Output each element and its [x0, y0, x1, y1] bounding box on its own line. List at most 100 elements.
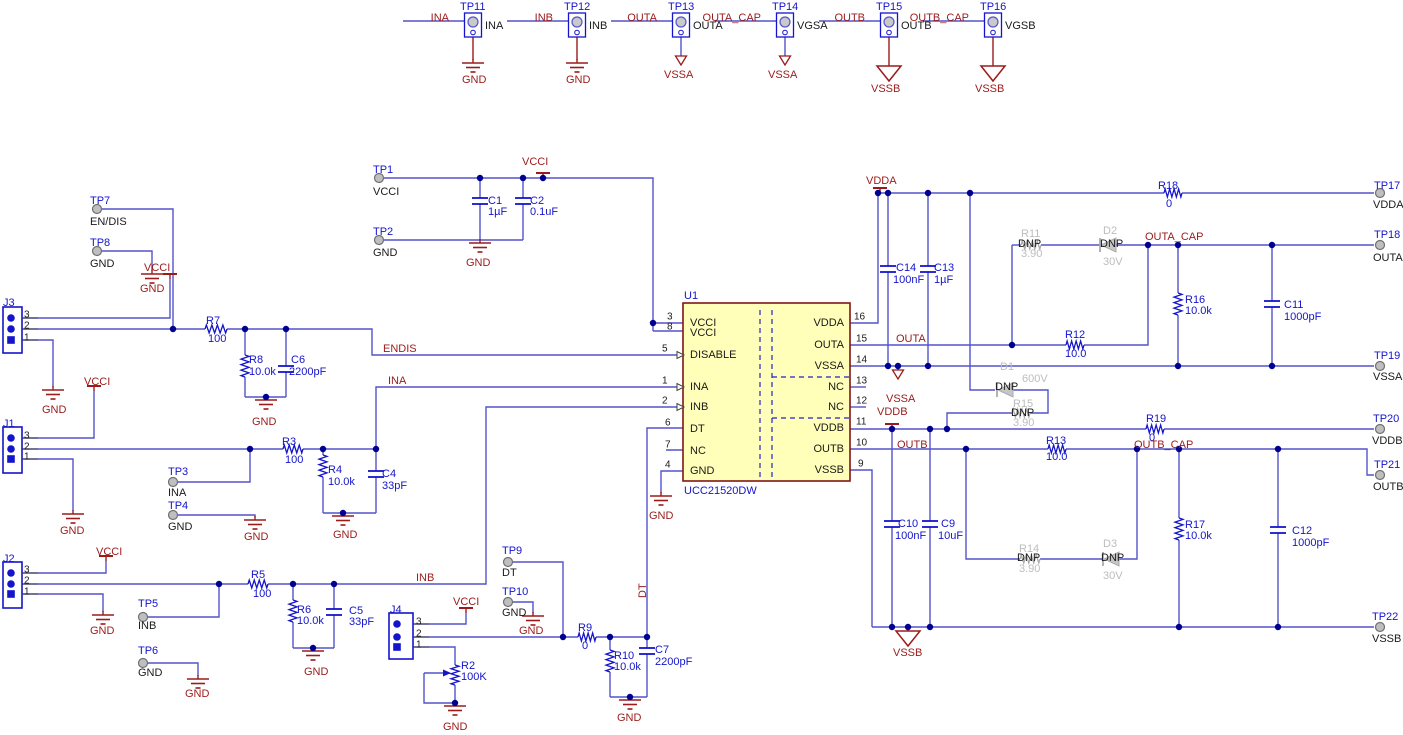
ic-U1[interactable]: [676, 302, 851, 482]
resistor-R13[interactable]: [1047, 442, 1067, 456]
test-point-TP7[interactable]: [91, 203, 103, 215]
test-point-TP20[interactable]: [1374, 423, 1386, 435]
test-point-TP12[interactable]: [567, 12, 587, 38]
test-point-TP18[interactable]: [1374, 239, 1386, 251]
gnd-symbol[interactable]: [244, 516, 266, 530]
capacitor-C5[interactable]: [326, 608, 342, 616]
capacitor-C7[interactable]: [639, 647, 655, 655]
label-gnd: GND: [90, 625, 115, 637]
resistor-R16[interactable]: [1171, 292, 1184, 316]
resistor-R17[interactable]: [1172, 517, 1185, 541]
connector-J3[interactable]: [2, 306, 38, 354]
test-point-TP4[interactable]: [167, 509, 179, 521]
vssa-symbol[interactable]: [778, 55, 792, 67]
wire: [513, 561, 564, 637]
capacitor-C2[interactable]: [515, 197, 531, 205]
test-point-TP22[interactable]: [1374, 621, 1386, 633]
resistor-R7[interactable]: [204, 323, 228, 335]
resistor-R19[interactable]: [1145, 422, 1165, 436]
resistor-R3[interactable]: [282, 442, 304, 456]
vssb-symbol[interactable]: [979, 65, 1007, 83]
test-point-TP11[interactable]: [463, 12, 483, 38]
vssb-symbol[interactable]: [894, 630, 922, 648]
diode-D1[interactable]: [996, 382, 1014, 398]
label-vcci: VCCI: [522, 156, 548, 168]
diode-D2[interactable]: [1099, 237, 1117, 253]
resistor-R15[interactable]: [1011, 406, 1031, 420]
gnd-symbol[interactable]: [187, 675, 209, 689]
test-point-TP3[interactable]: [167, 476, 179, 488]
resistor-R9[interactable]: [577, 630, 597, 644]
gnd-symbol[interactable]: [566, 59, 588, 73]
label-r9: R9: [578, 622, 592, 634]
vssb-symbol[interactable]: [875, 65, 903, 83]
test-point-TP9[interactable]: [502, 556, 514, 568]
test-point-TP16[interactable]: [983, 12, 1003, 38]
vssa-symbol[interactable]: [674, 55, 688, 67]
resistor-R6[interactable]: [287, 599, 299, 623]
junction-dot: [943, 425, 951, 433]
test-point-TP13[interactable]: [671, 12, 691, 38]
label-ucc21520dw: UCC21520DW: [684, 485, 757, 497]
connector-J4[interactable]: [388, 612, 429, 660]
test-point-TP14[interactable]: [775, 12, 795, 38]
label-gnd: GND: [138, 667, 163, 679]
label-c9: C9: [941, 518, 955, 530]
connector-J2[interactable]: [2, 561, 38, 609]
label-c6: C6: [291, 354, 305, 366]
test-point-TP6[interactable]: [137, 657, 149, 669]
capacitor-C4[interactable]: [368, 470, 384, 478]
resistor-R18[interactable]: [1163, 186, 1183, 200]
resistor-R4[interactable]: [317, 454, 329, 478]
test-point-TP5[interactable]: [137, 611, 149, 623]
label-tp9: TP9: [502, 545, 522, 557]
power-flag-VCCI[interactable]: [87, 385, 101, 391]
wire: [850, 469, 873, 627]
connector-J1[interactable]: [2, 426, 38, 474]
resistor-R10[interactable]: [604, 649, 616, 673]
junction-dot: [451, 699, 459, 707]
resistor-R12[interactable]: [1065, 338, 1085, 352]
potentiometer-R2[interactable]: [443, 664, 462, 686]
capacitor-C14[interactable]: [880, 265, 896, 273]
resistor-R5[interactable]: [247, 577, 269, 591]
label-10-0k: 10.0k: [1185, 530, 1212, 542]
gnd-symbol[interactable]: [462, 59, 484, 73]
capacitor-C6[interactable]: [278, 365, 294, 373]
label-10-0: 10.0: [1046, 451, 1067, 463]
resistor-R11[interactable]: [1020, 238, 1042, 252]
test-point-TP19[interactable]: [1374, 360, 1386, 372]
vssa-symbol[interactable]: [891, 369, 905, 381]
gnd-symbol[interactable]: [650, 492, 672, 506]
power-flag-VCCI[interactable]: [99, 555, 113, 561]
capacitor-C9[interactable]: [922, 520, 938, 528]
gnd-symbol[interactable]: [62, 510, 84, 524]
gnd-symbol[interactable]: [141, 270, 163, 284]
gnd-symbol[interactable]: [42, 386, 64, 400]
capacitor-C11[interactable]: [1264, 300, 1280, 308]
resistor-R14[interactable]: [1019, 552, 1041, 566]
test-point-TP8[interactable]: [91, 245, 103, 257]
test-point-TP17[interactable]: [1374, 187, 1386, 199]
power-flag-VCCI[interactable]: [459, 607, 473, 613]
junction-dot: [894, 362, 902, 370]
capacitor-C1[interactable]: [472, 197, 488, 205]
label-vssb: VSSB: [975, 83, 1004, 95]
gnd-symbol[interactable]: [92, 611, 114, 625]
label-vssb: VSSB: [815, 464, 844, 476]
resistor-R8[interactable]: [239, 354, 251, 378]
test-point-TP15[interactable]: [879, 12, 899, 38]
test-point-TP1[interactable]: [373, 172, 385, 184]
power-flag-VCCI[interactable]: [163, 273, 177, 279]
capacitor-C13[interactable]: [920, 265, 936, 273]
capacitor-C12[interactable]: [1270, 526, 1286, 534]
gnd-symbol[interactable]: [522, 612, 544, 626]
diode-D3[interactable]: [1102, 551, 1120, 567]
capacitor-C10[interactable]: [884, 520, 900, 528]
gnd-symbol[interactable]: [469, 239, 491, 253]
test-point-TP10[interactable]: [502, 596, 514, 608]
test-point-TP21[interactable]: [1374, 469, 1386, 481]
test-point-TP2[interactable]: [373, 234, 385, 246]
label-c12: C12: [1292, 525, 1312, 537]
junction-dot: [926, 425, 934, 433]
